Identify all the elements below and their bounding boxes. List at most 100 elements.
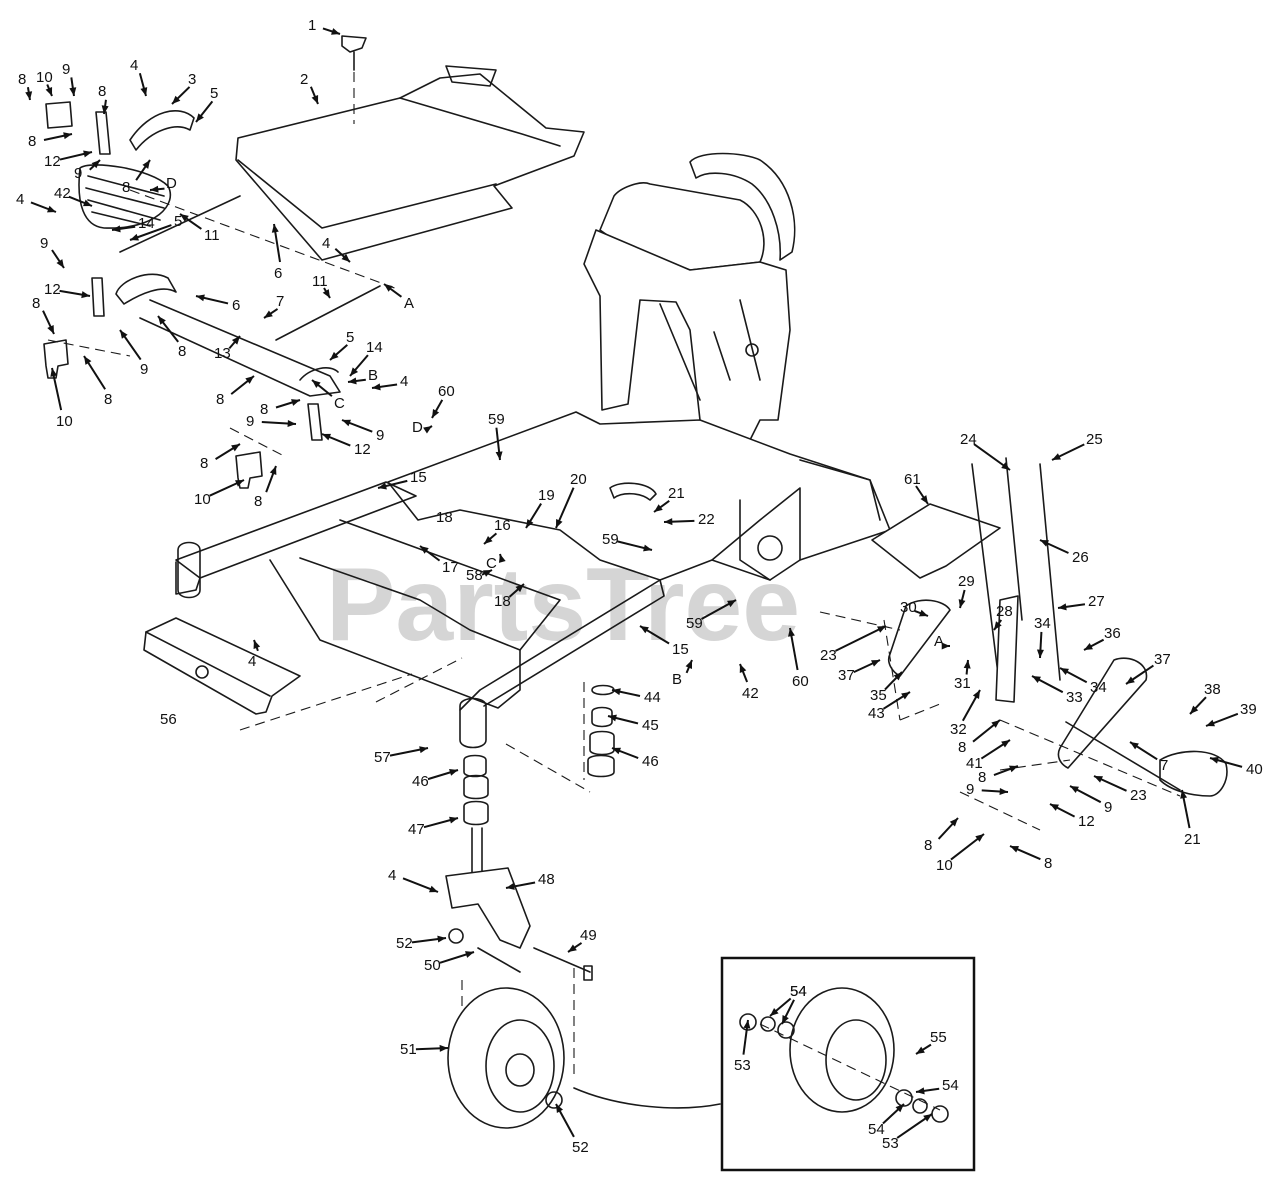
callout-28: 28 [993, 603, 1013, 631]
arrow-head-icon [437, 935, 446, 943]
callout-29: 29 [958, 573, 975, 609]
callout-50: 50 [424, 951, 475, 974]
callout-17: 17 [419, 545, 459, 576]
arrow-head-icon [419, 746, 428, 754]
callout-label: 9 [966, 781, 974, 798]
callout-9: 9 [246, 413, 297, 430]
arrow-head-icon [150, 185, 159, 193]
arrow-head-icon [384, 284, 393, 292]
callout-label: 21 [668, 485, 685, 502]
callout-label: 8 [216, 391, 224, 408]
callout-23: 23 [1093, 775, 1147, 804]
arrow-head-icon [1040, 540, 1049, 547]
callout-5: 5 [129, 213, 182, 241]
callout-label: 37 [1154, 651, 1171, 668]
arrow-head-icon [196, 113, 204, 122]
callout-8: 8 [216, 375, 255, 408]
arrow-head-icon [568, 944, 577, 952]
callout-48: 48 [505, 871, 555, 890]
arrow-head-icon [1210, 756, 1219, 764]
callout-13: 13 [214, 335, 241, 362]
callout-8: 8 [122, 159, 151, 196]
callout-56: 56 [160, 711, 177, 728]
arrow-head-icon [664, 518, 673, 526]
callout-B: B [347, 367, 378, 385]
callout-26: 26 [1039, 539, 1089, 566]
callout-53: 53 [882, 1113, 933, 1152]
arrow-head-icon [287, 420, 296, 428]
arrow-head-icon [101, 105, 109, 114]
arrow-head-icon [449, 769, 458, 776]
callout-label: 46 [642, 753, 659, 770]
arrow-head-icon [1036, 649, 1044, 658]
callout-label: 50 [424, 957, 441, 974]
callout-9: 9 [966, 781, 1009, 798]
arrow-head-icon [372, 383, 381, 391]
callout-10: 10 [36, 69, 53, 97]
arrow-head-icon [1070, 786, 1079, 793]
callout-16: 16 [483, 517, 511, 545]
arrow-head-icon [963, 660, 971, 669]
arrow-head-icon [465, 951, 474, 958]
arrow-head-icon [231, 336, 240, 345]
arrow-head-icon [1180, 790, 1188, 799]
arrow-head-icon [420, 546, 429, 554]
callout-46: 46 [412, 769, 459, 790]
callout-7: 7 [1129, 741, 1168, 774]
arrow-head-icon [142, 160, 150, 169]
arrow-head-icon [495, 451, 503, 460]
callout-label: 2 [300, 71, 308, 88]
callout-label: 42 [54, 185, 71, 202]
arrow-head-icon [25, 91, 33, 100]
callout-label: 54 [790, 983, 807, 1000]
arrow-head-icon [788, 628, 795, 637]
callout-54: 54 [781, 983, 807, 1025]
arrow-head-icon [999, 787, 1008, 795]
callout-34: 34 [1034, 615, 1051, 659]
arrow-head-icon [331, 28, 340, 35]
callout-label: 9 [246, 413, 254, 430]
arrow-head-icon [322, 289, 330, 298]
arrow-head-icon [484, 535, 493, 544]
callout-22: 22 [663, 511, 715, 528]
callout-label: 8 [924, 837, 932, 854]
callout-C: C [486, 553, 506, 572]
callout-25: 25 [1051, 431, 1103, 461]
callout-61: 61 [904, 471, 929, 505]
callout-24: 24 [960, 431, 1011, 471]
callout-4: 4 [248, 639, 261, 670]
callout-10: 10 [936, 833, 985, 874]
arrow-head-icon [180, 214, 189, 222]
callout-C: C [311, 379, 345, 412]
arrow-head-icon [63, 132, 72, 140]
callout-11: 11 [312, 273, 331, 299]
callout-label: 60 [792, 673, 809, 690]
arrow-head-icon [1010, 846, 1019, 853]
callout-label: 52 [396, 935, 413, 952]
inset-detail [720, 956, 976, 1172]
arrow-head-icon [253, 640, 261, 649]
callout-label: 12 [1078, 813, 1095, 830]
right-linkage [887, 457, 1228, 797]
arrow-head-icon [498, 554, 506, 563]
callout-label: C [486, 555, 497, 572]
callout-label: 38 [1204, 681, 1221, 698]
callout-label: 4 [16, 191, 24, 208]
callout-8: 8 [83, 355, 112, 408]
callout-35: 35 [870, 671, 903, 704]
arrow-head-icon [612, 747, 621, 755]
callout-5: 5 [195, 85, 218, 123]
foot-pedal [143, 617, 301, 715]
callout-label: 4 [322, 235, 330, 252]
callout-label: 39 [1240, 701, 1257, 718]
callout-label: 14 [138, 215, 155, 232]
callout-label: 4 [400, 373, 408, 390]
arrow-head-icon [140, 87, 148, 96]
callout-label: 9 [40, 235, 48, 252]
callout-11: 11 [179, 213, 220, 244]
arrow-head-icon [330, 351, 339, 360]
callout-8: 8 [958, 719, 1001, 756]
callout-label: 52 [572, 1139, 589, 1156]
callout-label: 34 [1090, 679, 1107, 696]
callout-19: 19 [525, 487, 555, 529]
